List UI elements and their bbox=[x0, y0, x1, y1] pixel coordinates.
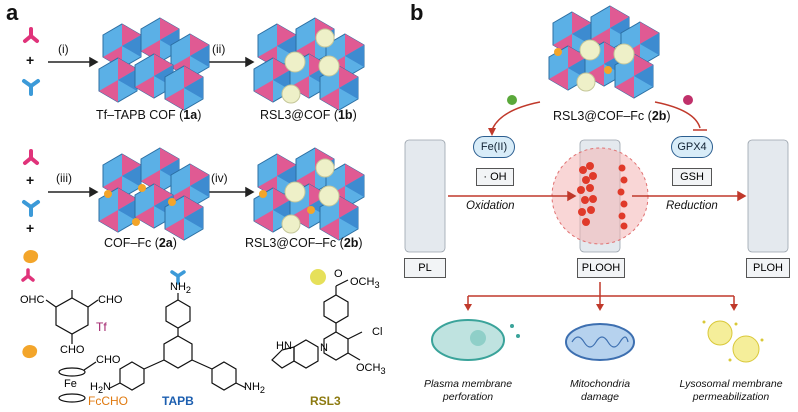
arrow-step-ii bbox=[203, 56, 255, 68]
plus-2: + bbox=[26, 172, 35, 188]
tf-cho-label-2: CHO bbox=[60, 344, 85, 356]
plooh-label: PLOOH bbox=[577, 258, 625, 278]
arrow-step-iii bbox=[48, 186, 99, 198]
pl-label: PL bbox=[404, 258, 446, 278]
tf-monomer-icon-2 bbox=[23, 149, 39, 165]
membrane-pl bbox=[404, 139, 446, 253]
step-iv-label: (iv) bbox=[211, 171, 228, 185]
plus-3: + bbox=[26, 220, 35, 236]
product-1a-label: Tf–TAPB COF (1a) bbox=[96, 108, 202, 122]
tf-monomer-icon bbox=[23, 27, 39, 43]
fc-legend-icon bbox=[22, 345, 38, 359]
fe-pill: Fe(II) bbox=[473, 136, 515, 158]
left-curved-arrow bbox=[491, 101, 541, 131]
fc-monomer-icon bbox=[23, 250, 39, 264]
product-2a-label: COF–Fc (2a) bbox=[104, 236, 177, 250]
tapb-nh2-top: NH2 bbox=[170, 281, 191, 296]
top-product-label: RSL3@COF–Fc (2b) bbox=[553, 109, 671, 123]
lysosome-icon bbox=[702, 320, 764, 363]
ferrocene-structure bbox=[58, 361, 97, 403]
gpx4-pill: GPX4 bbox=[671, 136, 713, 158]
rsl3-cl-label: Cl bbox=[372, 326, 383, 338]
step-i-label: (i) bbox=[58, 42, 69, 56]
ploh-label: PLOH bbox=[746, 258, 790, 278]
cof-2b-top-illustration bbox=[548, 5, 660, 99]
tapb-name: TAPB bbox=[162, 394, 194, 408]
tf-structure bbox=[45, 290, 99, 344]
rsl3-n-label: N bbox=[320, 342, 328, 354]
oxidation-label: Oxidation bbox=[466, 200, 515, 212]
tf-legend-icon bbox=[21, 268, 35, 282]
reduction-label: Reduction bbox=[666, 200, 718, 212]
arrow-step-iv bbox=[203, 186, 255, 198]
gsh-box: GSH bbox=[672, 168, 712, 186]
panel-a-label: a bbox=[6, 0, 19, 25]
membrane-ploh bbox=[747, 139, 789, 253]
step-ii-label: (ii) bbox=[212, 42, 226, 56]
panel-b-graphics bbox=[404, 5, 789, 363]
tapb-nh2-right: NH2 bbox=[244, 381, 265, 396]
rsl3-name: RSL3 bbox=[310, 394, 341, 408]
reduction-arrow bbox=[632, 190, 747, 202]
tf-ohc-label: OHC bbox=[20, 294, 45, 306]
plus-1: + bbox=[26, 52, 35, 68]
rsl3-structure bbox=[271, 279, 363, 369]
product-1b-label: RSL3@COF (1b) bbox=[260, 108, 357, 122]
right-curved-arrow bbox=[654, 101, 707, 131]
rsl3-hn-label: HN bbox=[276, 340, 292, 352]
step-iii-label: (iii) bbox=[56, 171, 72, 185]
tapb-h2n-left: H2N bbox=[90, 381, 111, 396]
fcho-cho-label: CHO bbox=[96, 354, 121, 366]
arrow-step-i bbox=[48, 56, 99, 68]
cof-2a-illustration bbox=[98, 147, 210, 241]
branch-arrowheads bbox=[464, 304, 738, 311]
cof-1a-illustration bbox=[98, 17, 210, 111]
cell-icon bbox=[431, 319, 520, 361]
tapb-monomer-icon bbox=[22, 79, 40, 96]
tapb-legend-icon bbox=[170, 270, 186, 285]
rsl3-ome-label-2: OCH3 bbox=[356, 362, 386, 377]
left-arrowhead bbox=[488, 128, 496, 136]
rsl3-ome-label-1: OCH3 bbox=[350, 276, 380, 291]
branch-arrows bbox=[467, 282, 735, 306]
tapb-structure bbox=[109, 293, 247, 391]
oxidation-glow bbox=[552, 148, 648, 244]
panel-b-label: b bbox=[410, 0, 424, 25]
up-indicator-icon bbox=[507, 95, 517, 105]
cof-2b-illustration bbox=[253, 147, 365, 241]
product-2b-label: RSL3@COF–Fc (2b) bbox=[245, 236, 363, 250]
fcho-fe-label: Fe bbox=[64, 378, 77, 390]
oh-box: · OH bbox=[476, 168, 514, 186]
cof-1b-illustration bbox=[253, 17, 365, 111]
tf-name: Tf bbox=[96, 320, 107, 334]
lipid-peroxide-cluster bbox=[577, 162, 628, 230]
mitochondria-icon bbox=[565, 323, 635, 361]
rsl3-legend-icon bbox=[310, 269, 326, 285]
oxidation-arrow bbox=[448, 190, 577, 202]
tf-cho-label-1: CHO bbox=[98, 294, 123, 306]
down-indicator-icon bbox=[683, 95, 693, 105]
rsl3-o-label: O bbox=[334, 268, 343, 280]
fcho-name: FcCHO bbox=[88, 394, 128, 408]
tapb-monomer-icon-2 bbox=[22, 200, 40, 217]
panel-a-graphics bbox=[21, 17, 365, 403]
